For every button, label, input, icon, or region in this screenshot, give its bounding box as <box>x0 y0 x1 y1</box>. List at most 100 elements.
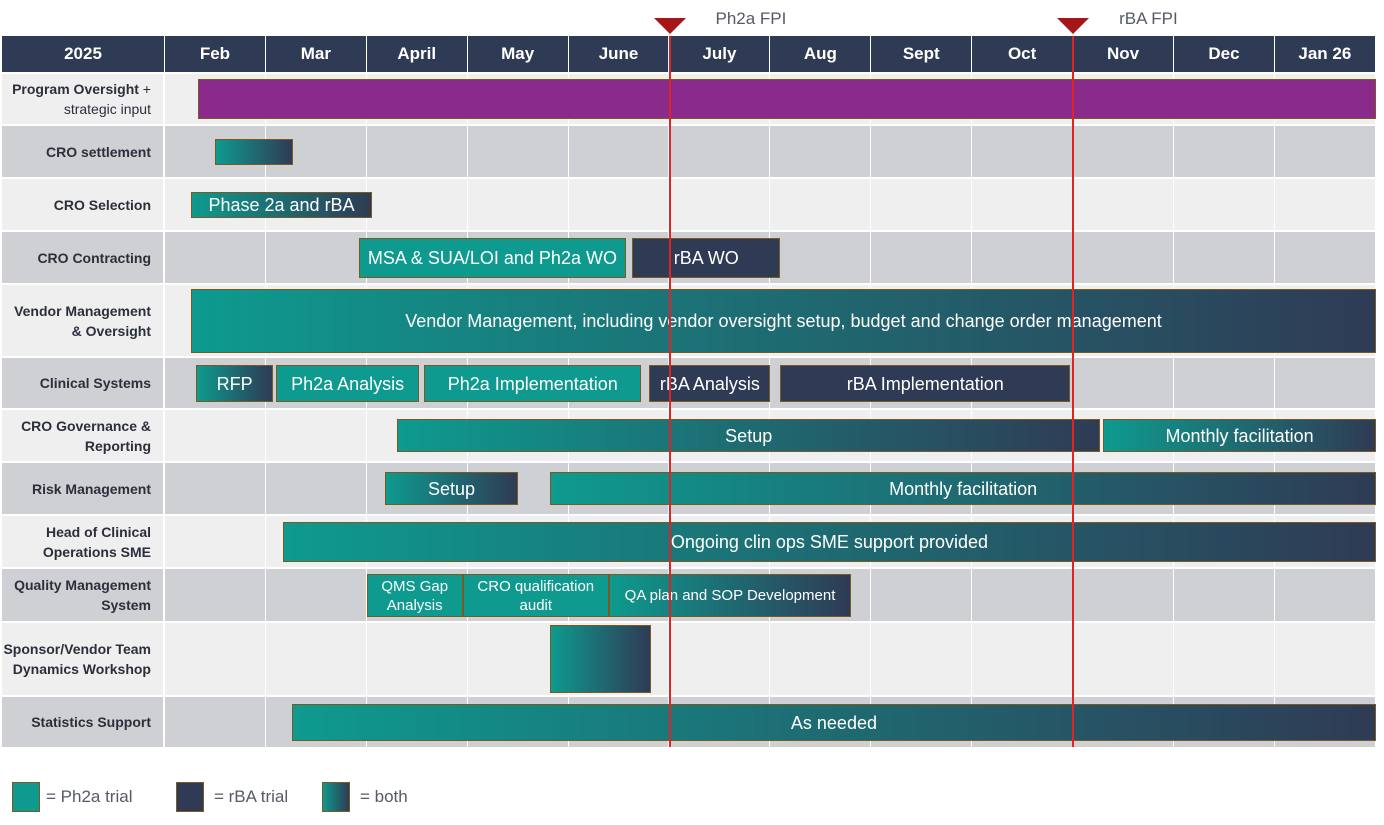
row-label: CRO Governance & Reporting <box>2 410 165 461</box>
legend-item: = both <box>322 782 408 812</box>
row-label: CRO Contracting <box>2 232 165 283</box>
task-label: Ongoing clin ops SME support provided <box>670 532 988 552</box>
grid-cell <box>569 179 670 230</box>
legend-swatch <box>322 782 350 812</box>
grid-cell <box>1275 569 1376 621</box>
month-header: July <box>669 36 771 72</box>
grid-cell <box>468 126 569 177</box>
task-bar: QMS Gap Analysis <box>366 574 463 617</box>
grid-cell <box>871 126 973 177</box>
grid-cell <box>1275 358 1376 408</box>
row-background <box>2 623 1376 695</box>
legend-item: = Ph2a trial <box>12 782 132 812</box>
grid-cell <box>972 126 1074 177</box>
legend-swatch <box>12 782 40 812</box>
task-label: QA plan and SOP Development <box>624 587 836 604</box>
row-label-text: Clinical Systems <box>39 375 151 391</box>
milestone-marker-icon <box>653 18 686 34</box>
grid-cell <box>871 232 973 283</box>
legend-swatch <box>176 782 204 812</box>
milestone-line <box>668 36 671 747</box>
month-header: June <box>568 36 670 72</box>
month-header: Nov <box>1073 36 1174 72</box>
grid-cell <box>1073 126 1174 177</box>
month-header: Sept <box>871 36 973 72</box>
grid-cell <box>770 232 872 283</box>
grid-cell <box>871 623 973 695</box>
row-label-text: CRO Governance & Reporting <box>21 417 151 454</box>
grid-cell <box>1174 179 1275 230</box>
row-label: Sponsor/Vendor Team Dynamics Workshop <box>2 623 165 695</box>
task-bar: Setup <box>384 472 519 505</box>
legend-item: = rBA trial <box>176 782 288 812</box>
task-bar: rBA Implementation <box>780 365 1071 402</box>
grid-cell <box>1275 179 1376 230</box>
grid-cell <box>1275 623 1376 695</box>
grid-cell <box>770 569 872 621</box>
month-header: Dec <box>1174 36 1275 72</box>
row-label-text: Statistics Support <box>31 714 151 730</box>
month-header: April <box>366 36 468 72</box>
task-bar: rBA Analysis <box>649 365 771 402</box>
task-label: Setup <box>428 478 476 499</box>
grid-cell <box>1174 232 1275 283</box>
task-bar: Ongoing clin ops SME support provided <box>283 522 1376 562</box>
milestone-marker-icon <box>1057 18 1090 34</box>
grid-cell <box>165 232 266 283</box>
grid-cell <box>871 569 973 621</box>
grid-cell <box>770 126 872 177</box>
row-label-suffix: + <box>138 81 151 97</box>
grid-cell <box>266 623 367 695</box>
task-bar: Vendor Management, including vendor over… <box>191 289 1376 353</box>
task-label: QMS Gap Analysis <box>381 577 449 614</box>
task-bar: CRO qualification audit <box>462 574 609 617</box>
task-label: CRO qualification audit <box>477 577 595 614</box>
grid-cell <box>1275 232 1376 283</box>
grid-cell <box>770 623 872 695</box>
task-bar: MSA & SUA/LOI and Ph2a WO <box>358 238 627 278</box>
task-label: Monthly facilitation <box>1165 425 1314 446</box>
grid-cell <box>165 697 266 747</box>
row-sublabel: strategic input <box>63 101 151 117</box>
month-header: Feb <box>165 36 266 72</box>
task-label: Setup <box>725 425 773 446</box>
milestone-line <box>1072 36 1075 747</box>
grid-cell <box>972 569 1074 621</box>
row-label: Program Oversight + strategic input <box>2 74 165 124</box>
row-label-text: Head of Clinical Operations SME <box>42 523 151 560</box>
milestone-label: Ph2a FPI <box>715 9 787 28</box>
task-bar: Ph2a Implementation <box>424 365 642 402</box>
task-label: As needed <box>790 712 877 733</box>
grid-cell <box>972 232 1074 283</box>
grid-cell <box>1073 232 1174 283</box>
month-header: Aug <box>770 36 872 72</box>
task-label: rBA Analysis <box>659 373 760 394</box>
year-header: 2025 <box>2 36 165 72</box>
grid-cell <box>1174 126 1275 177</box>
task-bar: Ph2a Analysis <box>275 365 420 402</box>
grid-cell <box>266 410 367 461</box>
task-bar: Setup <box>397 419 1101 452</box>
task-bar <box>550 625 652 693</box>
row-label: Risk Management <box>2 463 165 514</box>
grid-cell <box>1275 126 1376 177</box>
task-bar: RFP <box>196 365 273 402</box>
month-header: Oct <box>972 36 1074 72</box>
grid-cell <box>1073 623 1174 695</box>
grid-cell <box>165 463 266 514</box>
grid-cell <box>165 410 266 461</box>
task-bar: As needed <box>292 704 1376 741</box>
task-label: Ph2a Analysis <box>291 373 405 394</box>
row-label: CRO settlement <box>2 126 165 177</box>
row-label-text: Quality Management System <box>14 577 151 613</box>
milestone-label: rBA FPI <box>1119 9 1178 28</box>
grid-cell <box>266 126 367 177</box>
grid-cell <box>972 623 1074 695</box>
row-label-main: Program Oversight + <box>12 79 151 99</box>
month-header: May <box>467 36 569 72</box>
row-label-text: Sponsor/Vendor Team Dynamics Workshop <box>3 641 151 677</box>
task-bar <box>198 79 1376 119</box>
task-label: rBA WO <box>673 248 739 268</box>
row-label-text: Risk Management <box>31 480 151 497</box>
